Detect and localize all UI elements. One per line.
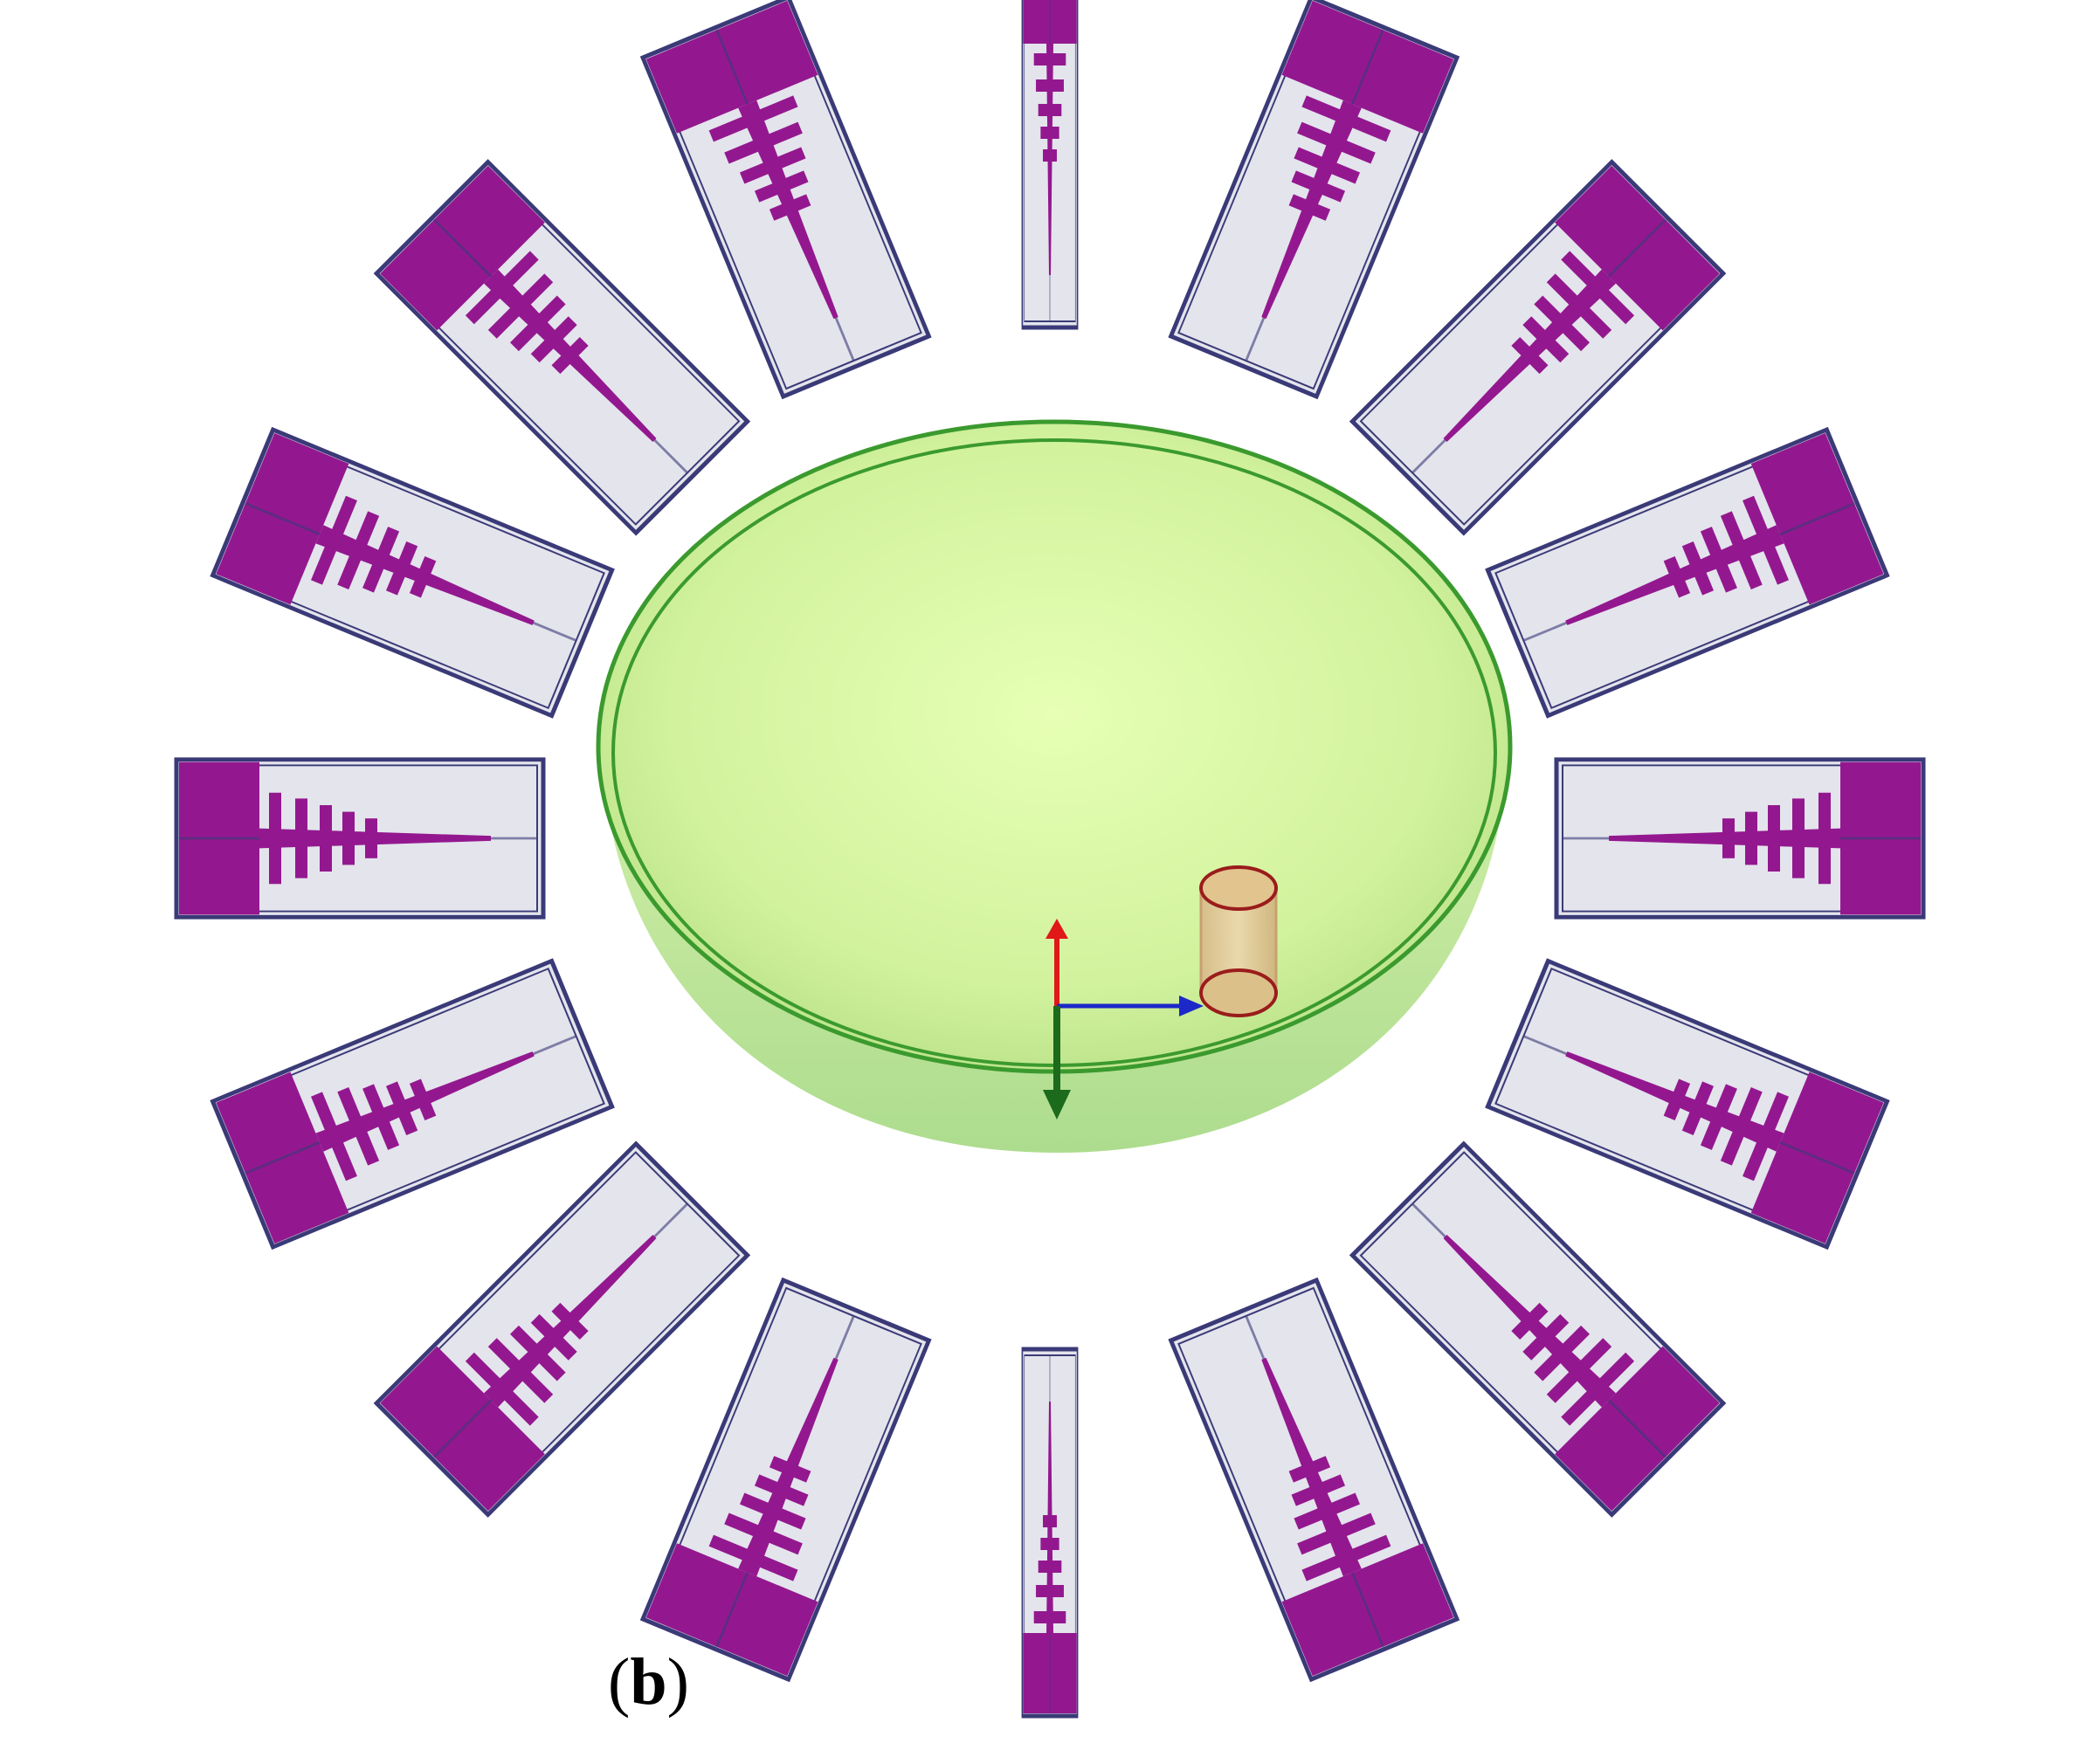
antenna-board	[1168, 0, 1460, 400]
antenna-ring	[174, 0, 1926, 1719]
antenna-board	[1168, 1277, 1460, 1683]
antenna-board	[210, 958, 615, 1251]
antenna-board	[373, 1140, 751, 1518]
antenna-board	[174, 757, 546, 920]
panel-label: (b)	[608, 1645, 689, 1719]
antenna-board	[1485, 958, 1890, 1251]
antenna-board	[1554, 757, 1926, 920]
antenna-board	[1349, 1140, 1727, 1518]
antenna-board	[1021, 1347, 1079, 1719]
antenna-board	[373, 159, 751, 536]
phantom-top-surface	[600, 424, 1508, 1070]
antenna-board	[1021, 0, 1079, 330]
antenna-board	[1485, 426, 1890, 719]
antenna-board	[210, 426, 615, 719]
antenna-board	[639, 1277, 932, 1683]
antenna-board	[639, 0, 932, 400]
feed-cylinder	[1199, 865, 1278, 1017]
coordinate-axes-icon	[1043, 919, 1204, 1120]
antenna-board	[1349, 159, 1727, 536]
